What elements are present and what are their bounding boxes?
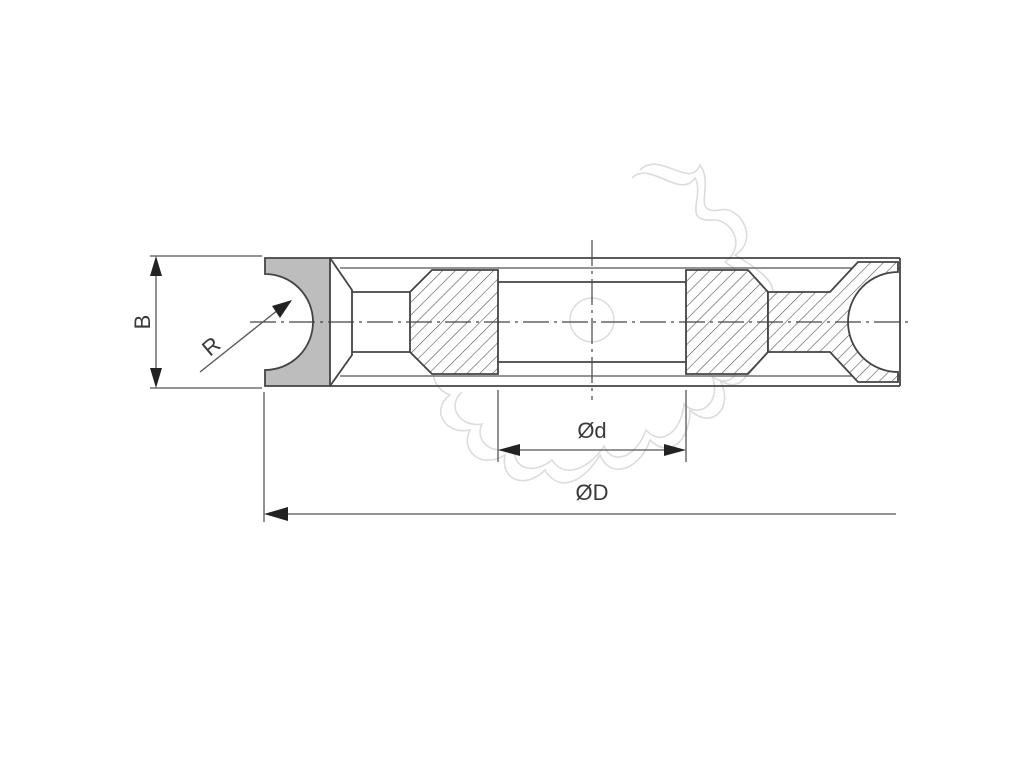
dimension-label-outer: ØD [576,480,609,505]
dimension-bore: Ød [497,390,687,462]
dimension-width: B [130,255,262,389]
dimension-label-bore: Ød [577,418,606,443]
dimension-outer: ØD [263,392,896,522]
center-lines [250,240,910,400]
web-section-right [767,261,899,383]
dimension-radius: R [197,300,292,373]
dimension-label-width: B [130,315,155,330]
wheel-body-outline [329,257,901,387]
abrasive-profile-left [264,257,331,387]
dimension-label-radius: R [197,332,225,361]
